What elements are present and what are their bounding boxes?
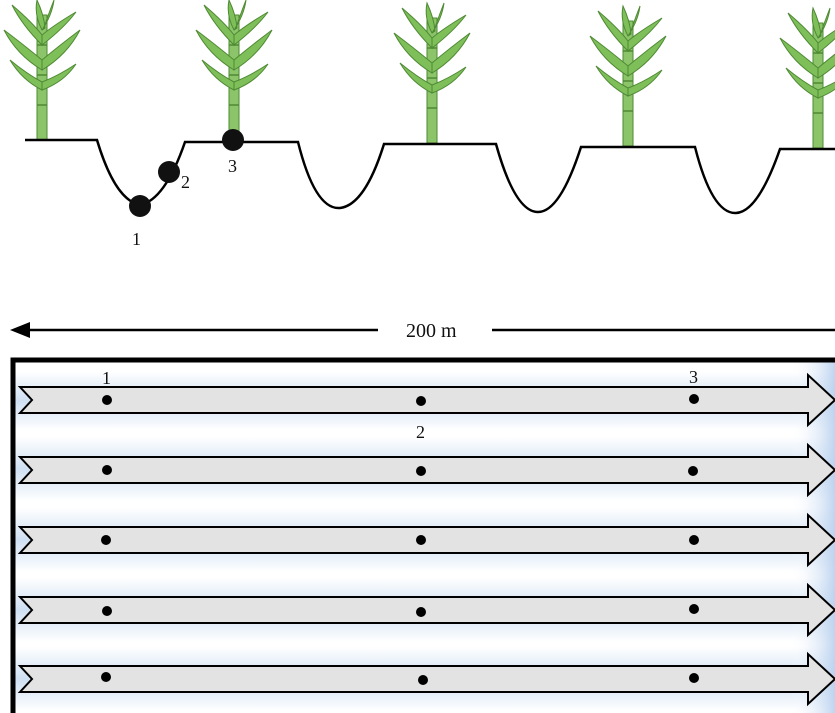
row-arrow (17, 512, 835, 568)
sampling-point (689, 673, 699, 683)
sampling-point (416, 607, 426, 617)
sampling-point (689, 535, 699, 545)
cane-plant-5 (779, 7, 835, 149)
sampling-point (418, 675, 428, 685)
sampling-point (416, 535, 426, 545)
field-border (10, 357, 835, 713)
sampling-point (688, 466, 698, 476)
sampling-point (101, 535, 111, 545)
profile-point-1 (129, 195, 151, 217)
sampling-point (101, 672, 111, 682)
profile-label-3: 3 (228, 156, 237, 176)
sampling-point (102, 465, 112, 475)
field-label-2: 2 (416, 422, 425, 442)
cane-plant-3 (393, 2, 471, 144)
profile-label-2: 2 (181, 172, 190, 192)
furrow-profile-line (25, 138, 835, 215)
row-arrow (17, 582, 835, 638)
sampling-point (689, 394, 699, 404)
field-label-1: 1 (102, 368, 111, 388)
cane-plant-2 (195, 0, 273, 141)
cane-plant-4 (589, 5, 667, 147)
profile-label-1: 1 (132, 229, 141, 249)
distance-arrowhead-left (10, 322, 30, 338)
sampling-point (416, 466, 426, 476)
profile-point-3 (222, 129, 244, 151)
profile-point-2 (158, 161, 180, 183)
field-plan: 1 3 2 (10, 357, 835, 713)
row-arrow (17, 442, 835, 498)
cane-plant-1 (3, 0, 81, 141)
sampling-points (101, 394, 699, 685)
distance-label: 200 m (406, 320, 457, 342)
sampling-point (689, 604, 699, 614)
field-label-3: 3 (689, 367, 698, 387)
sampling-point (416, 396, 426, 406)
sampling-point (102, 395, 112, 405)
sampling-point (102, 606, 112, 616)
row-arrow (17, 372, 835, 428)
